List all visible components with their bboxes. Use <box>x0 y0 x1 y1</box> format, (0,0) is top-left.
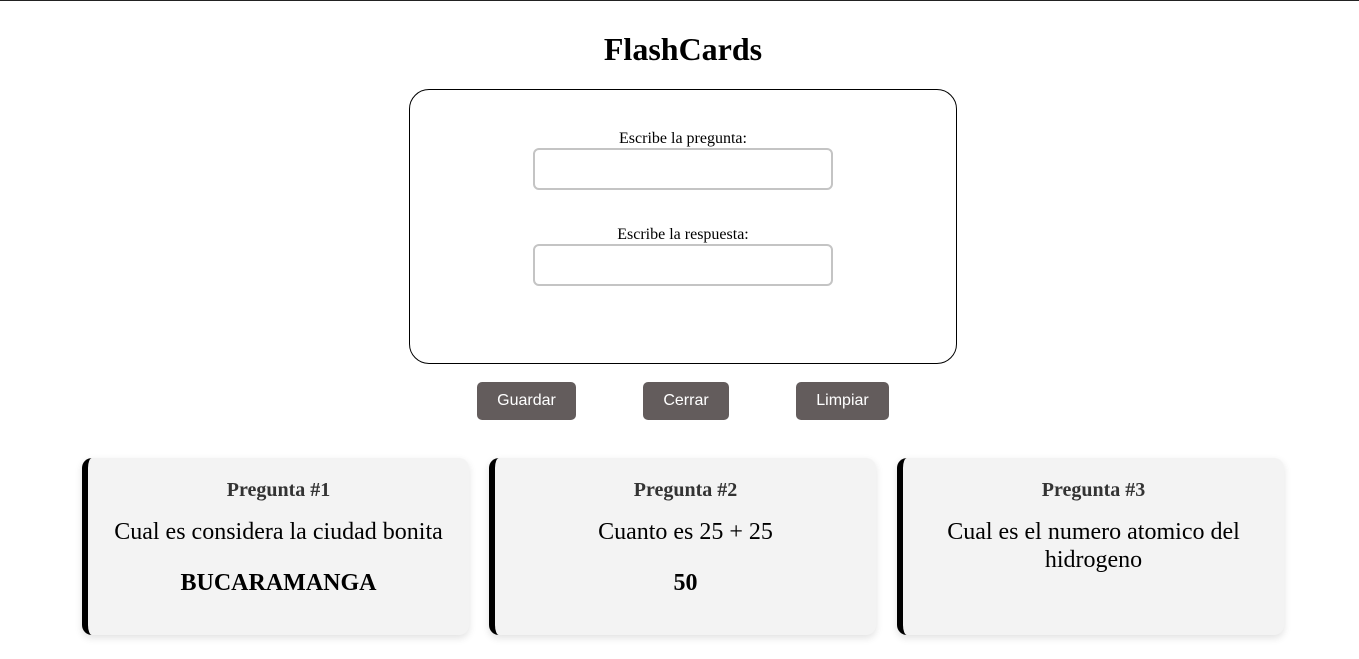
card-question: Cual es el numero atomico del hidrogeno <box>947 519 1240 573</box>
flashcard-3[interactable]: Pregunta #3 Cual es el numero atomico de… <box>897 458 1284 635</box>
card-title: Pregunta #2 <box>633 479 738 501</box>
close-button[interactable]: Cerrar <box>643 382 729 420</box>
answer-input[interactable] <box>533 244 833 286</box>
card-answer: 50 <box>673 570 698 596</box>
card-title: Pregunta #3 <box>1041 479 1146 501</box>
top-divider <box>0 0 1359 1</box>
flashcard-form: Escribe la pregunta: Escribe la respuest… <box>409 89 957 364</box>
flashcard-2[interactable]: Pregunta #2 Cuanto es 25 + 25 50 <box>489 458 876 635</box>
question-label: Escribe la pregunta: <box>619 130 747 147</box>
answer-label: Escribe la respuesta: <box>617 226 749 243</box>
page-title: FlashCards <box>603 31 763 67</box>
flashcard-1[interactable]: Pregunta #1 Cual es considera la ciudad … <box>82 458 469 635</box>
card-answer: BUCARAMANGA <box>180 570 377 596</box>
card-question: Cual es considera la ciudad bonita <box>114 519 443 545</box>
clear-button[interactable]: Limpiar <box>796 382 889 420</box>
card-question: Cuanto es 25 + 25 <box>598 519 773 545</box>
card-title: Pregunta #1 <box>226 479 331 501</box>
question-input[interactable] <box>533 148 833 190</box>
save-button[interactable]: Guardar <box>477 382 576 420</box>
